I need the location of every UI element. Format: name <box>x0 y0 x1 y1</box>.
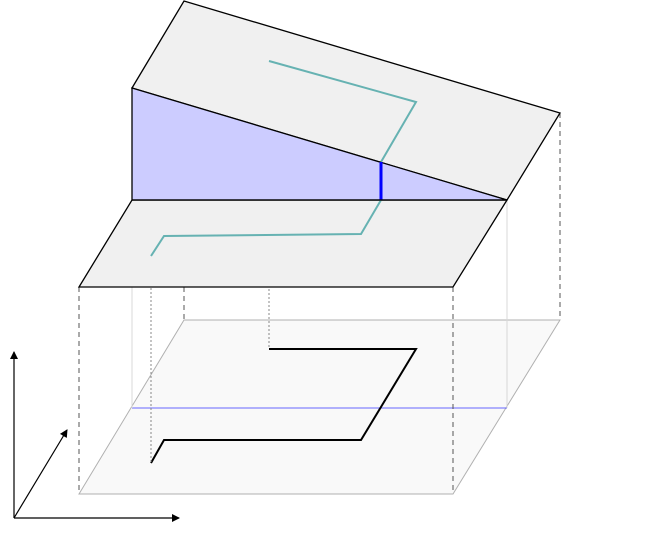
arrow-diagonal-icon <box>13 429 68 519</box>
axes <box>10 351 180 522</box>
lower-plane <box>77 199 509 288</box>
light-guides <box>131 200 508 408</box>
surface-path-lower <box>150 199 382 257</box>
projected-path <box>150 348 418 464</box>
dashed-guides <box>78 113 561 494</box>
base-plane <box>78 319 561 495</box>
surface-path-upper <box>268 60 418 163</box>
